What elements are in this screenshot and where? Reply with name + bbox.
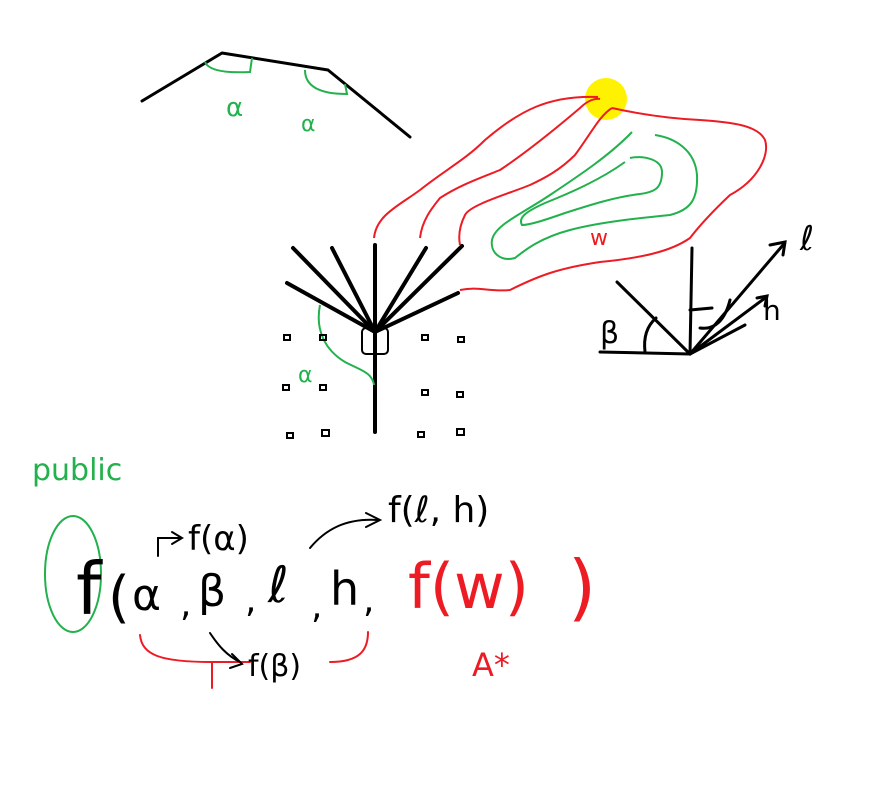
arrow-head-f-beta	[229, 653, 244, 669]
public-label: public	[32, 453, 122, 488]
f-alpha-label: f(α)	[188, 519, 249, 559]
grid-dots	[282, 334, 465, 439]
formula-beta: β	[198, 566, 226, 617]
roof-angle-label-right: α	[301, 112, 316, 137]
side-angle-arc	[688, 298, 732, 330]
grid-dot	[456, 391, 464, 398]
red-contour-inner	[458, 107, 613, 246]
f-lh-label: f(ℓ, h)	[388, 490, 489, 531]
arrow-to-f-lh	[309, 518, 379, 549]
formula-alpha: α	[132, 570, 161, 621]
grid-dot	[283, 334, 291, 341]
side-beta-arc	[643, 316, 658, 354]
side-h-label: h	[763, 294, 781, 327]
grid-dot	[421, 334, 429, 341]
grid-dot	[457, 336, 465, 343]
grid-dot	[456, 428, 465, 436]
formula-f: f	[76, 547, 103, 631]
formula-h: h	[330, 562, 359, 616]
heatmap-label: w	[590, 226, 608, 251]
arrow-head-f-lh	[365, 512, 383, 528]
red-contour-middle	[419, 97, 601, 239]
brace-f-beta	[139, 631, 369, 689]
public-highlight-ring	[44, 515, 102, 633]
arrow-head-f-alpha	[171, 531, 184, 545]
side-vector-l2	[688, 296, 767, 356]
formula-comma-3: ,	[311, 586, 322, 627]
fan-vector-6	[285, 281, 377, 334]
formula-comma-1: ,	[180, 584, 191, 625]
formula-open-paren: (	[108, 565, 130, 630]
red-contour-outer	[373, 95, 599, 239]
side-view-diagram	[598, 240, 787, 356]
arrow-to-f-alpha	[157, 537, 181, 557]
fan-center-marker	[361, 327, 389, 355]
green-contour-outer	[490, 131, 699, 260]
roof-diagram: α α	[140, 51, 412, 139]
formula-comma-4: ,	[363, 580, 374, 621]
vector-fan	[285, 243, 464, 434]
formula-close-paren: )	[568, 545, 596, 629]
roof-outline	[140, 51, 412, 139]
side-arrow-head-l	[768, 240, 787, 257]
fan-angle-label: α	[298, 363, 313, 388]
side-l-label: ℓ	[799, 219, 814, 259]
side-arrow-head-h	[755, 294, 769, 308]
fan-vector-2	[330, 246, 377, 334]
side-vector-h	[688, 323, 747, 356]
f-beta-label: f(β)	[248, 649, 301, 684]
formula-comma-2: ,	[245, 580, 256, 621]
grid-dot	[319, 334, 327, 341]
fan-vector-5	[373, 244, 464, 334]
grid-dot	[321, 429, 330, 437]
fan-vector-4	[373, 246, 428, 334]
formula-l: ℓ	[267, 556, 289, 614]
grid-dot	[417, 431, 425, 438]
side-beta-label: β	[600, 316, 619, 351]
side-vertical	[688, 246, 694, 356]
a-star-label: A*	[472, 646, 510, 684]
roof-angle-arc-left	[204, 57, 253, 74]
fan-vector-1	[291, 246, 377, 334]
fan-angle-arc	[317, 304, 375, 386]
grid-dot	[286, 432, 294, 439]
annotation-arrows	[139, 512, 383, 689]
grid-dot	[282, 384, 290, 391]
arrow-to-f-beta	[209, 632, 241, 663]
side-vector-left	[615, 280, 692, 356]
roof-angle-label-left: α	[226, 93, 243, 123]
green-contour-inner	[520, 156, 664, 227]
roof-angle-arc-right	[304, 69, 349, 96]
red-contour-loop	[459, 107, 768, 292]
grid-dot	[421, 389, 429, 396]
heatmap-contours: w	[373, 95, 768, 292]
formula-fw: f(w)	[408, 550, 529, 623]
fan-vector-7	[373, 291, 460, 334]
side-vector-l1	[688, 243, 785, 356]
grid-dot	[319, 384, 327, 391]
